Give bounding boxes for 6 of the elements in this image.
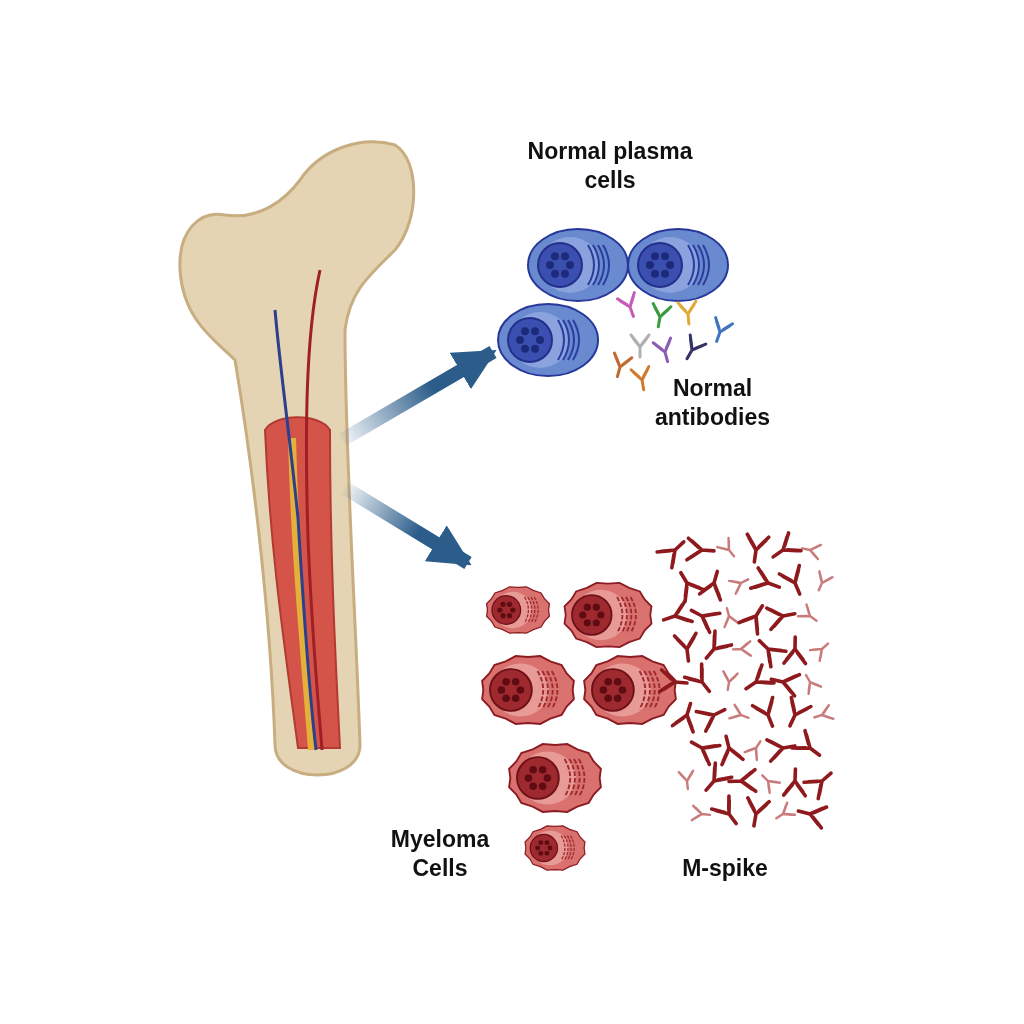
- cell-label: Normal antibodies: [654, 374, 771, 432]
- cell-label: M-spike: [681, 854, 769, 883]
- cell-label: Normal plasma cells: [526, 137, 694, 195]
- cell-label: Myeloma Cells: [389, 825, 491, 883]
- arrow: [341, 482, 472, 569]
- arrow: [338, 345, 497, 447]
